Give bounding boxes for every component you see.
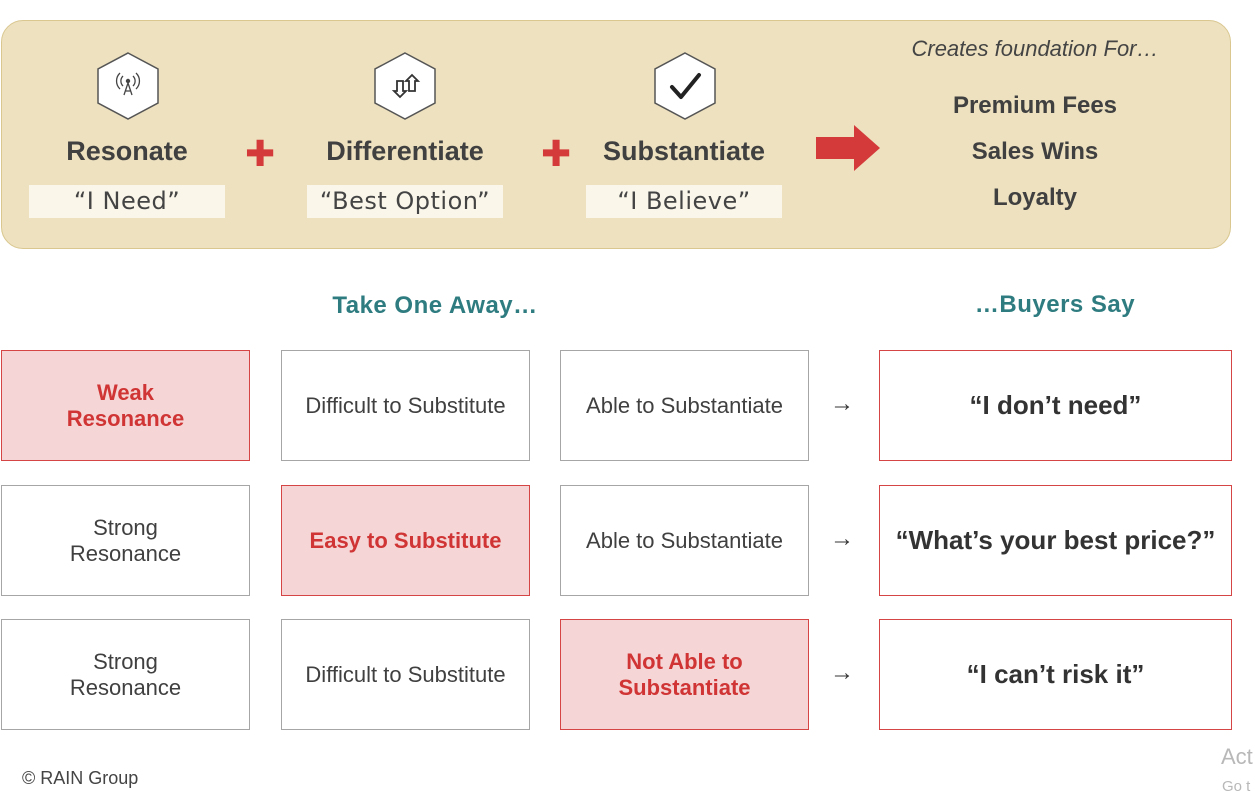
pillar-quote-resonate: “I Need” [29, 185, 225, 218]
foundation-item-sales-wins: Sales Wins [971, 138, 1099, 165]
pillar-title-differentiate: Differentiate [326, 136, 484, 166]
right-arrow-icon: → [830, 659, 854, 686]
table-cell: Strong Resonance [1, 619, 250, 730]
foundation-item-premium-fees: Premium Fees [952, 92, 1118, 119]
plus-icon: ✚ [541, 133, 572, 174]
cell-text: Weak Resonance [66, 379, 185, 431]
buyers-say-header: …Buyers Say [974, 291, 1136, 318]
buyer-response-text: “What’s your best price?” [895, 525, 1216, 555]
table-cell: Strong Resonance [1, 485, 250, 596]
cell-text: Easy to Substitute [309, 527, 502, 553]
right-arrow-icon: → [830, 525, 854, 552]
table-cell: Difficult to Substitute [281, 350, 530, 461]
cell-text: Difficult to Substitute [305, 392, 506, 418]
table-cell: Easy to Substitute [281, 485, 530, 596]
buyer-response: “I can’t risk it” [879, 619, 1232, 730]
cell-text: Not Able to Substantiate [618, 648, 751, 700]
cell-text: Strong Resonance [69, 648, 182, 700]
up-down-arrows-icon [373, 51, 437, 121]
table-cell: Able to Substantiate [560, 350, 809, 461]
pillar-title-resonate: Resonate [66, 136, 188, 166]
radio-tower-icon [96, 51, 160, 121]
table-cell: Able to Substantiate [560, 485, 809, 596]
cell-text: Strong Resonance [69, 514, 182, 566]
pillar-quote-differentiate: “Best Option” [307, 185, 503, 218]
cell-text: Able to Substantiate [586, 392, 783, 418]
table-cell: Difficult to Substitute [281, 619, 530, 730]
foundation-item-loyalty: Loyalty [992, 184, 1078, 211]
right-arrow-icon: → [830, 390, 854, 417]
activation-watermark: Act [1221, 744, 1253, 769]
cell-text: Able to Substantiate [586, 527, 783, 553]
copyright-notice: © RAIN Group [22, 768, 139, 788]
plus-icon: ✚ [245, 133, 276, 174]
pillar-quote-substantiate: “I Believe” [586, 185, 782, 218]
checkmark-icon [653, 51, 717, 121]
buyer-response: “I don’t need” [879, 350, 1232, 461]
foundation-title: Creates foundation For… [911, 36, 1159, 61]
buyer-response-text: “I can’t risk it” [966, 659, 1145, 689]
cell-text: Difficult to Substitute [305, 661, 506, 687]
activation-watermark-subtext: Go t [1222, 778, 1251, 795]
take-one-away-header: Take One Away… [332, 292, 538, 319]
buyer-response: “What’s your best price?” [879, 485, 1232, 596]
table-cell: Weak Resonance [1, 350, 250, 461]
buyer-response-text: “I don’t need” [969, 390, 1142, 420]
table-cell: Not Able to Substantiate [560, 619, 809, 730]
big-right-arrow-icon [816, 123, 880, 173]
pillar-title-substantiate: Substantiate [602, 136, 766, 166]
